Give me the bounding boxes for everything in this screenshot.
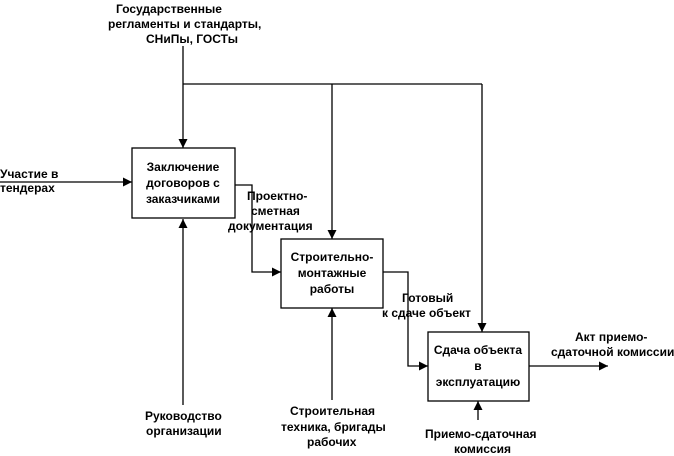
label-equipment-line-1: Строительная <box>290 404 375 418</box>
label-tenders-line-1: Участие в <box>0 167 58 181</box>
label-standards-line-2: регламенты и стандарты, <box>108 17 261 31</box>
box-construction-line-2: монтажные <box>298 266 367 280</box>
label-ready-object-line-2: к сдаче объект <box>382 306 471 320</box>
box-handover-line-1: Сдача объекта <box>434 343 523 357</box>
box-contracts-line-3: заказчиками <box>146 192 220 206</box>
label-standards-line-3: СНиПы, ГОСТы <box>146 32 238 46</box>
label-commission: Приемо-сдаточная комиссия <box>425 427 537 456</box>
label-design-docs: Проектно- сметная документация <box>228 189 313 233</box>
label-standards: Государственные регламенты и стандарты, … <box>108 2 261 46</box>
box-contracts-line-1: Заключение <box>147 160 220 174</box>
design-docs-arrow <box>235 184 281 277</box>
label-ready-object: Готовый к сдаче объект <box>382 291 471 320</box>
box-construction: Строительно- монтажные работы <box>280 238 384 309</box>
label-management-line-2: организации <box>146 424 222 438</box>
box-handover-line-3: эксплуатацию <box>436 375 521 389</box>
label-act-line-2: сдаточной комиссии <box>551 345 674 359</box>
label-standards-line-1: Государственные <box>116 2 222 16</box>
box-contracts-line-2: договоров с <box>146 176 220 190</box>
ready-object-arrow <box>383 271 428 371</box>
label-commission-line-2: комиссия <box>454 442 511 456</box>
box-construction-line-1: Строительно- <box>291 250 374 264</box>
label-commission-line-1: Приемо-сдаточная <box>425 427 537 441</box>
label-management-line-1: Руководство <box>145 409 222 423</box>
label-act: Акт приемо- сдаточной комиссии <box>551 330 674 359</box>
box-handover-line-2: в <box>474 359 481 373</box>
label-design-docs-line-3: документация <box>228 219 313 233</box>
label-act-line-1: Акт приемо- <box>575 330 647 344</box>
label-tenders-line-2: тендерах <box>0 181 55 195</box>
label-ready-object-line-1: Готовый <box>402 291 453 305</box>
box-construction-line-3: работы <box>310 282 355 296</box>
label-management: Руководство организации <box>145 409 222 438</box>
label-equipment-line-3: рабочих <box>307 435 357 449</box>
label-equipment: Строительная техника, бригады рабочих <box>281 404 386 449</box>
connectors <box>0 46 608 420</box>
label-design-docs-line-2: сметная <box>251 204 300 218</box>
box-handover: Сдача объекта в эксплуатацию <box>427 331 530 402</box>
label-design-docs-line-1: Проектно- <box>247 189 307 203</box>
label-equipment-line-2: техника, бригады <box>281 420 386 434</box>
box-contracts: Заключение договоров с заказчиками <box>131 147 236 219</box>
label-tenders: Участие в тендерах <box>0 167 58 195</box>
